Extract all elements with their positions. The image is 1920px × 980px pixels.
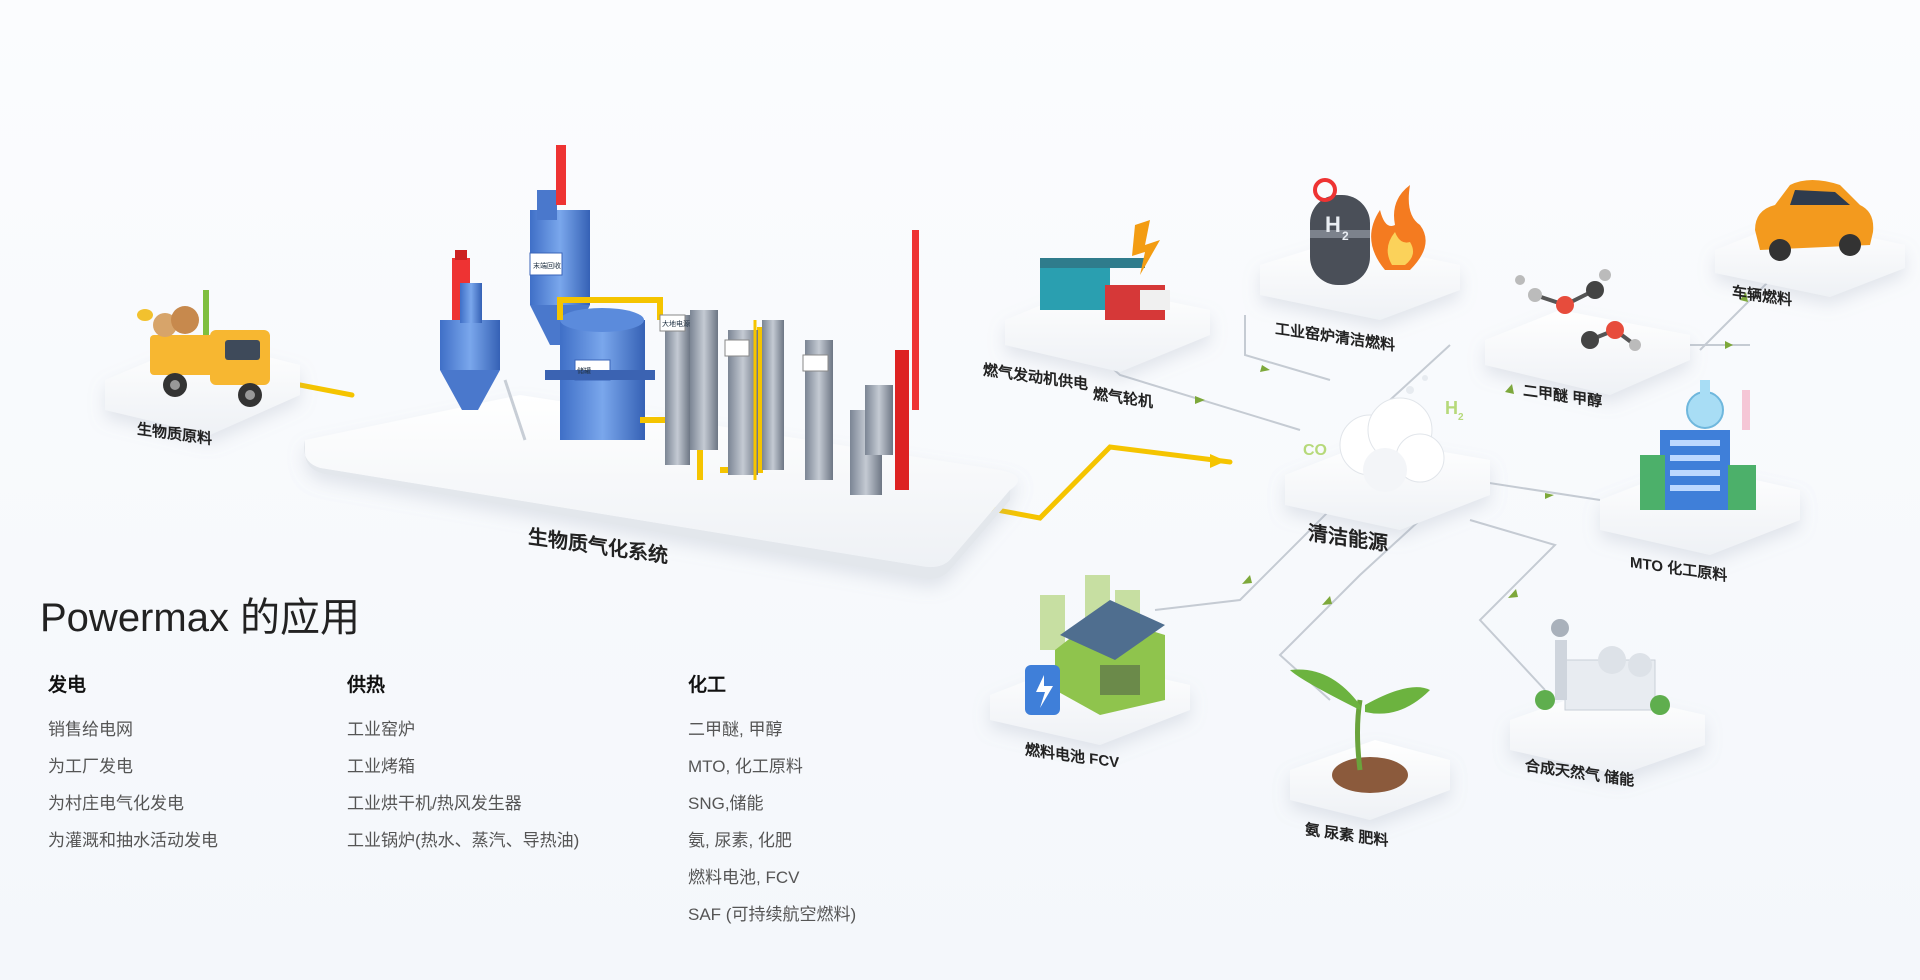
chemical-plant-icon (1640, 380, 1756, 510)
svg-text:H: H (1325, 212, 1341, 237)
gas-plant-icon (1535, 619, 1670, 715)
line-mto (1469, 479, 1601, 501)
list-item: 为村庄电气化发电 (48, 794, 184, 813)
tag-labels: 末端回收 储罐 大地电源 (533, 261, 690, 375)
dme-platform (1485, 310, 1690, 395)
sprout-icon (1290, 669, 1430, 793)
plant-tag-tank: 大地电源 (662, 319, 690, 328)
list-item: 销售给电网 (48, 720, 133, 739)
flow-lines (1074, 269, 1781, 701)
column-title-power: 发电 (48, 675, 87, 696)
yellow-pipe (297, 382, 1233, 521)
plant-tag-top: 末端回收 (533, 261, 561, 270)
line-dme (1389, 344, 1451, 401)
list-item: 氨, 尿素, 化肥 (688, 831, 792, 850)
line-fuelcell (1154, 499, 1341, 611)
list-item: 工业锅炉(热水、蒸汽、导热油) (347, 831, 580, 850)
h2-label: H (1445, 398, 1458, 418)
main-platform (304, 395, 1018, 579)
list-item: 为灌溉和抽水活动发电 (48, 831, 218, 850)
column-title-chemical: 化工 (688, 675, 727, 696)
list-item: 二甲醚, 甲醇 (688, 720, 783, 739)
list-item: 工业烘干机/热风发生器 (347, 794, 522, 813)
flow-arrows (1195, 292, 1748, 605)
pipe-arrow (1210, 454, 1226, 468)
fuel-cell-factory-icon (1025, 575, 1165, 715)
car-icon (1755, 180, 1874, 261)
list-item: 工业窑炉 (347, 720, 415, 739)
molecule-icon (1515, 269, 1641, 351)
list-item: SAF (可持续航空燃料) (688, 905, 857, 924)
list-item: SNG,储能 (688, 794, 764, 813)
list-item: MTO, 化工原料 (688, 757, 803, 776)
list-item: 工业烤箱 (347, 757, 415, 776)
gasification-plant-illustration (440, 145, 919, 495)
line-kiln (1244, 315, 1331, 381)
page-title: Powermax 的应用 (40, 596, 361, 640)
flame-icon (1371, 185, 1426, 270)
plant-tag-mid: 储罐 (577, 366, 591, 375)
column-chemical: 化工 二甲醚, 甲醇 MTO, 化工原料 SNG,储能 氨, 尿素, 化肥 燃料… (688, 670, 856, 933)
svg-text:2: 2 (1342, 229, 1349, 243)
list-item: 为工厂发电 (48, 757, 133, 776)
column-power: 发电 销售给电网 为工厂发电 为村庄电气化发电 为灌溉和抽水活动发电 (48, 670, 218, 859)
line-sng (1469, 519, 1557, 691)
hydrogen-tank-icon: H 2 (1310, 178, 1370, 285)
cloud-icon (1339, 375, 1445, 492)
h2-subscript: 2 (1458, 412, 1464, 423)
column-title-heat: 供热 (347, 675, 386, 696)
column-heat: 供热 工业窑炉 工业烤箱 工业烘干机/热风发生器 工业锅炉(热水、蒸汽、导热油) (347, 670, 579, 859)
co-label: CO (1303, 442, 1327, 459)
list-item: 燃料电池, FCV (688, 868, 800, 887)
truck-icon (137, 290, 270, 407)
gas-engine-icon (1040, 220, 1170, 320)
applications-panel: Powermax 的应用 发电 销售给电网 为工厂发电 为村庄电气化发电 为灌溉… (40, 585, 940, 945)
line-vehicle (1699, 269, 1781, 351)
